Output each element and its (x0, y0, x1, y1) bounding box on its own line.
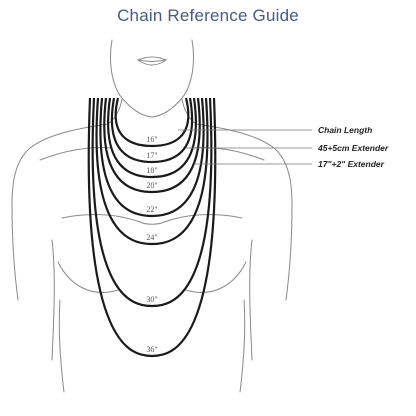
bust-right (185, 261, 247, 293)
chain-label-1: 16" (146, 135, 157, 144)
chain-3 (107, 97, 197, 179)
arm-right (249, 239, 253, 361)
chain-label-5: 22" (146, 205, 157, 214)
page-title: Chain Reference Guide (117, 6, 299, 25)
chain-1 (114, 97, 190, 148)
chain-label-3: 18" (146, 166, 157, 175)
shoulder-left (11, 123, 109, 301)
chain-4 (103, 97, 201, 194)
lips (136, 56, 168, 66)
chain-label-6: 24" (146, 233, 157, 242)
legend: Chain Length 45+5cm Extender 17"+2" Exte… (178, 125, 389, 169)
waist-left (58, 299, 65, 393)
chain-label-7: 30" (146, 295, 157, 304)
chain-label-4: 20" (146, 181, 157, 190)
chains: 16" 17" 18" 20" 22" 24" 30" 36" (87, 97, 217, 358)
legend-chain-length: Chain Length (318, 125, 372, 135)
chain-6 (95, 97, 209, 246)
shoulder-right (195, 123, 293, 301)
legend-45-5cm-extender: 45+5cm Extender (317, 143, 389, 153)
face-outline (109, 39, 195, 118)
chain-8 (87, 97, 217, 358)
arm-left (51, 239, 55, 361)
chain-2 (110, 97, 194, 164)
bust-line (61, 214, 243, 225)
neck-left (107, 98, 123, 125)
chain-5 (99, 97, 205, 218)
chain-label-8: 36" (146, 345, 157, 354)
waist-right (239, 299, 246, 393)
chain-7 (91, 97, 213, 308)
chain-label-2: 17" (146, 151, 157, 160)
legend-17-2-extender: 17"+2" Extender (318, 159, 385, 169)
lips-line (138, 59, 166, 62)
neck-right (181, 98, 197, 125)
bust-left (57, 261, 119, 293)
